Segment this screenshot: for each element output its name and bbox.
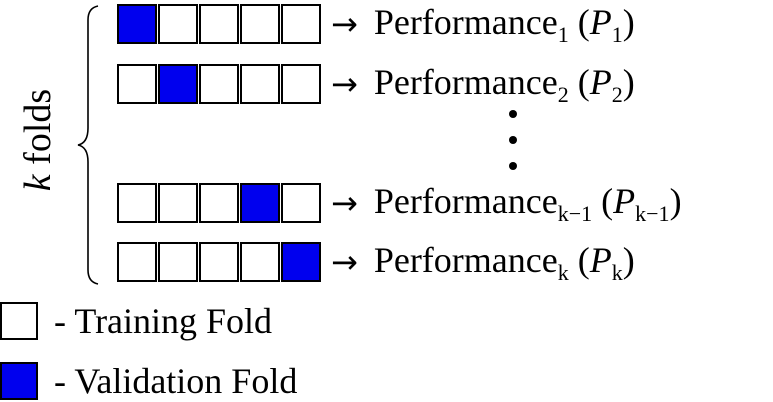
validation-fold-cell [158,64,198,104]
validation-fold-cell [117,4,157,44]
validation-fold-label: - Validation Fold [54,361,298,401]
arrow: → [331,184,358,222]
training-fold-swatch [0,302,38,340]
fold-cell [281,4,321,44]
k-symbol: k [17,174,59,192]
fold-cell [240,242,280,282]
p-symbol: P [589,1,612,42]
k-folds-label: k folds [6,70,70,210]
performance-label: Performancek (Pk) [373,239,635,285]
fold-cell [199,64,239,104]
folds-word: folds [17,88,59,175]
fold-cell [199,183,239,223]
fold-cell [117,183,157,223]
performance-word: Performance [373,61,558,102]
fold-row-1: → Performance1 (P1) [117,1,635,47]
fold-row-k: → Performancek (Pk) [117,239,635,285]
arrow: → [331,65,358,103]
fold-cells [117,183,321,223]
fold-cell [117,64,157,104]
validation-fold-cell [240,183,280,223]
performance-subscript: 2 [557,81,569,107]
fold-row-k-minus-1: → Performancek−1 (Pk−1) [117,180,682,226]
vertical-ellipsis [509,110,521,188]
performance-subscript: k [557,259,569,285]
legend-validation: - Validation Fold [0,360,297,402]
p-subscript: k−1 [635,200,670,226]
performance-subscript: 1 [557,21,569,47]
training-fold-label: - Training Fold [54,301,273,341]
performance-label: Performance2 (P2) [373,61,635,107]
p-symbol: P [613,180,636,221]
fold-cell [158,242,198,282]
fold-cells [117,64,321,104]
fold-cell [117,242,157,282]
fold-cell [158,4,198,44]
validation-fold-swatch [0,362,38,400]
performance-subscript: k−1 [557,200,593,226]
p-symbol: P [589,239,612,280]
fold-cell [281,64,321,104]
fold-cells [117,242,321,282]
fold-cell [240,4,280,44]
fold-cell [199,242,239,282]
fold-row-2: → Performance2 (P2) [117,61,635,107]
arrow: → [331,5,358,43]
performance-word: Performance [373,180,558,221]
fold-cells [117,4,321,44]
validation-fold-cell [281,242,321,282]
arrow: → [331,243,358,281]
p-symbol: P [589,61,612,102]
p-subscript: 1 [611,21,623,47]
performance-label: Performancek−1 (Pk−1) [373,180,682,226]
performance-word: Performance [373,1,558,42]
fold-cell [240,64,280,104]
legend-training: - Training Fold [0,300,272,342]
fold-cell [199,4,239,44]
fold-cell [158,183,198,223]
curly-brace [77,5,99,285]
p-subscript: k [611,259,623,285]
p-subscript: 2 [611,81,623,107]
performance-word: Performance [373,239,558,280]
performance-label: Performance1 (P1) [373,1,635,47]
fold-cell [281,183,321,223]
